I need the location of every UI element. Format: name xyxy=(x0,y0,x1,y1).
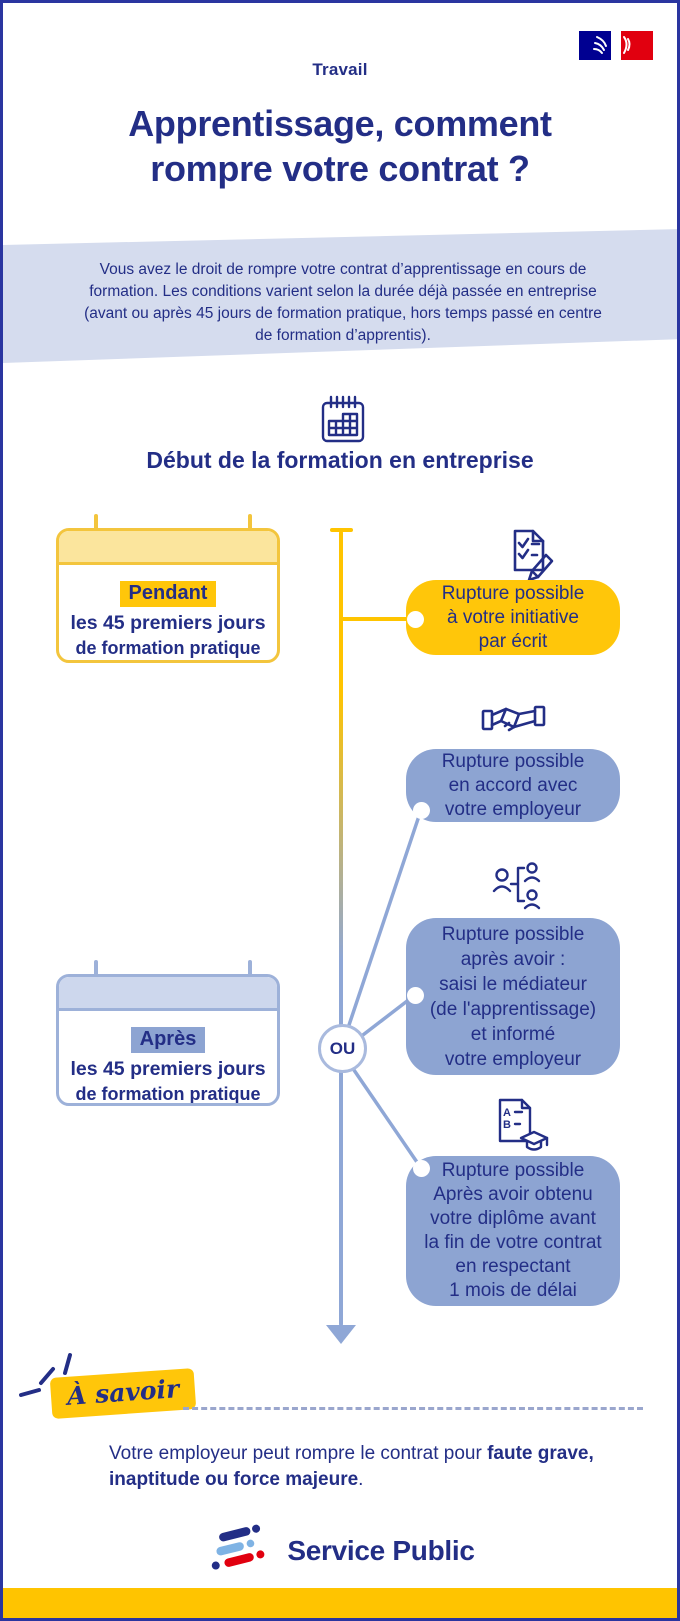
timeline-line xyxy=(339,531,343,1326)
bubble-line: la fin de votre contrat xyxy=(424,1232,602,1253)
bubble-line: Rupture possible xyxy=(441,750,585,772)
bubble-line: Après avoir obtenu xyxy=(433,1184,593,1205)
period-line2: de formation pratique xyxy=(75,638,261,658)
or-branch-circle: OU xyxy=(318,1024,367,1073)
bubble-line: Rupture possible xyxy=(441,1160,585,1181)
connector-dot xyxy=(413,1160,430,1177)
period-line1: les 45 premiers jours xyxy=(70,1058,266,1080)
diploma-document-icon: A B xyxy=(498,1098,549,1151)
bubble-line: (de l'apprentissage) xyxy=(429,998,597,1020)
card-top-band xyxy=(59,977,277,1011)
period-line1: les 45 premiers jours xyxy=(70,612,266,634)
bubble-line: 1 mois de délai xyxy=(449,1280,577,1301)
checklist-pencil-icon xyxy=(513,529,554,582)
a-savoir-label: À savoir xyxy=(66,1374,181,1411)
calendar-icon xyxy=(321,395,365,443)
bubble-line: Rupture possible xyxy=(441,582,585,604)
option-bubble-initiative: Rupture possible à votre initiative par … xyxy=(406,580,620,655)
timeline-start-cap xyxy=(330,528,353,532)
mediator-people-icon xyxy=(492,862,541,910)
bubble-line: votre employeur xyxy=(444,798,582,820)
service-public-mark-icon xyxy=(212,1524,265,1570)
period-highlight: Après xyxy=(130,1027,206,1053)
dashed-separator xyxy=(183,1407,643,1410)
bubble-line: Rupture possible xyxy=(441,923,585,945)
period-line2: de formation pratique xyxy=(75,1084,261,1104)
page-title: Apprentissage, comment rompre votre cont… xyxy=(128,103,552,189)
connector-dot xyxy=(407,611,424,628)
option-bubble-diplome: Rupture possible Après avoir obtenu votr… xyxy=(406,1156,620,1306)
footnote-period: . xyxy=(358,1469,364,1490)
bubble-line: en respectant xyxy=(455,1256,571,1277)
period-card-apres: Après les 45 premiers jours de formation… xyxy=(56,974,280,1106)
bubble-line: votre diplôme avant xyxy=(430,1208,596,1229)
french-government-flag-icon xyxy=(579,31,653,60)
connector-dot xyxy=(413,802,430,819)
bubble-line: par écrit xyxy=(478,630,548,652)
handshake-icon xyxy=(481,705,546,732)
intro-band: Vous avez le droit de rompre votre contr… xyxy=(3,229,677,363)
service-public-logo: Service Public xyxy=(3,1523,677,1579)
arrow-down-icon xyxy=(326,1325,356,1344)
or-label: OU xyxy=(329,1038,356,1058)
connector-dot xyxy=(407,987,424,1004)
card-top-band xyxy=(59,531,277,565)
period-highlight: Pendant xyxy=(119,581,217,607)
footnote-normal: Votre employeur peut rompre le contrat p… xyxy=(109,1443,488,1464)
footnote-text: Votre employeur peut rompre le contrat p… xyxy=(109,1441,609,1493)
bubble-line: après avoir : xyxy=(460,948,566,970)
bubble-line: et informé xyxy=(470,1023,556,1045)
option-bubble-accord: Rupture possible en accord avec votre em… xyxy=(406,749,620,822)
bubble-line: saisi le médiateur xyxy=(439,973,587,995)
bubble-line: en accord avec xyxy=(448,774,578,796)
intro-text: Vous avez le droit de rompre votre contr… xyxy=(84,261,602,344)
option-bubble-mediateur: Rupture possible après avoir : saisi le … xyxy=(406,918,620,1075)
svg-text:A: A xyxy=(503,1107,511,1119)
bubble-line: à votre initiative xyxy=(446,606,579,628)
svg-text:B: B xyxy=(503,1119,511,1131)
footnote-bold: faute grave, inaptitude ou force majeure xyxy=(109,1443,594,1490)
bubble-line: votre employeur xyxy=(444,1048,582,1070)
a-savoir-badge: À savoir xyxy=(49,1368,197,1419)
sparkle-lines-icon xyxy=(19,1353,72,1397)
period-card-pendant: Pendant les 45 premiers jours de formati… xyxy=(56,528,280,663)
footer-bar xyxy=(3,1588,677,1618)
category-label: Travail xyxy=(312,60,368,79)
service-public-wordmark: Service Public xyxy=(287,1535,475,1566)
timeline-start-heading: Début de la formation en entreprise xyxy=(146,447,534,473)
